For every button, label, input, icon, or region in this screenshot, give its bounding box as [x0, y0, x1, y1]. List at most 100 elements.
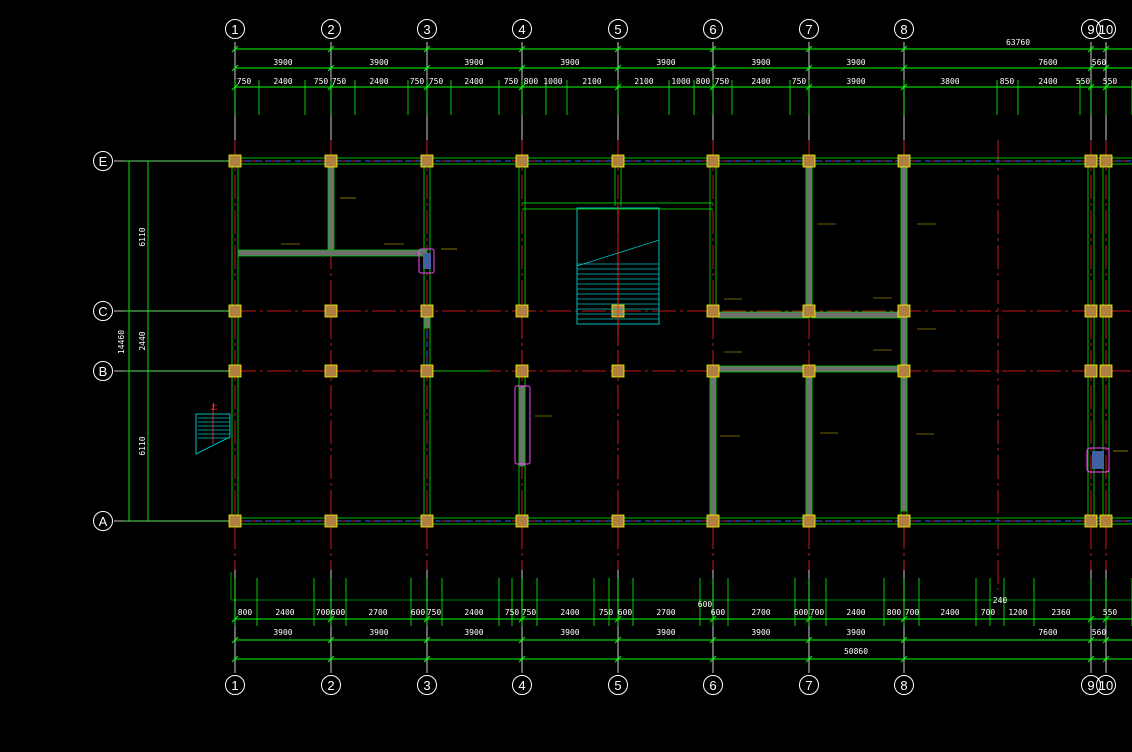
column — [420, 154, 434, 168]
axis-bubble-bottom — [417, 675, 437, 695]
axis-label-top: 2 — [327, 22, 334, 37]
dim-top-detail: 2400 — [464, 77, 483, 86]
highlight-column — [1086, 447, 1110, 473]
axis-label-top: 5 — [614, 22, 621, 37]
dim-tick — [900, 636, 908, 644]
axis-bubble-top — [799, 19, 819, 39]
dim-bottom-span: 3900 — [751, 628, 770, 637]
dim-top-detail: 750 — [332, 77, 347, 86]
dim-top-span: 560 — [1092, 58, 1107, 67]
dim-left-total-text: 14460 — [117, 330, 126, 354]
column — [420, 514, 434, 528]
dim-top-detail: 2400 — [273, 77, 292, 86]
dim-bottom-detail: 700 — [981, 608, 996, 617]
column — [802, 364, 816, 378]
dim-bottom-detail: 750 — [599, 608, 614, 617]
hatched-beam — [805, 163, 813, 312]
axis-bubble-top — [225, 19, 245, 39]
column — [324, 364, 338, 378]
column — [515, 154, 529, 168]
dim-bottom-detail: 2400 — [940, 608, 959, 617]
dim-bottom-detail: 750 — [505, 608, 520, 617]
dim-tick — [1102, 655, 1110, 663]
dim-bottom-misc: 600 — [698, 600, 713, 609]
column — [706, 364, 720, 378]
dim-bottom-detail: 550 — [1103, 608, 1118, 617]
axis-bubble-bottom — [225, 675, 245, 695]
axis-bubble-top — [608, 19, 628, 39]
dim-top-detail: 850 — [1000, 77, 1015, 86]
dim-bottom-detail: 2400 — [464, 608, 483, 617]
axis-label-left: A — [99, 514, 108, 529]
hatched-beam — [718, 365, 810, 373]
dim-left-seg3-text: 6110 — [138, 436, 147, 455]
dim-bottom-misc: 240 — [993, 596, 1008, 605]
walls — [231, 157, 1132, 525]
dim-top-detail: 750 — [314, 77, 329, 86]
dim-top-span: 7600 — [1038, 58, 1057, 67]
column — [228, 364, 242, 378]
axis-bubble-left — [93, 301, 113, 321]
dim-tick — [1087, 655, 1095, 663]
dim-bottom-detail: 700 — [905, 608, 920, 617]
dim-tick — [805, 45, 813, 53]
column — [420, 304, 434, 318]
column — [1084, 304, 1098, 318]
dim-tick — [614, 64, 622, 72]
dim-tick — [1102, 64, 1110, 72]
dim-top-total: 63760 — [1006, 38, 1030, 47]
columns — [228, 154, 1113, 528]
column — [324, 514, 338, 528]
axis-label-top: 1 — [231, 22, 238, 37]
hatched-beam — [423, 315, 431, 329]
axis-label-top: 6 — [709, 22, 716, 37]
axis-bubble-bottom — [799, 675, 819, 695]
dim-top-detail: 3900 — [846, 77, 865, 86]
dim-bottom-detail: 700 — [316, 608, 331, 617]
column — [1099, 364, 1113, 378]
column — [228, 514, 242, 528]
hatched-beam — [237, 249, 428, 257]
dim-tick — [327, 655, 335, 663]
dim-bottom-span: 3900 — [656, 628, 675, 637]
axis-bubble-bottom — [512, 675, 532, 695]
dim-top-span: 3900 — [273, 58, 292, 67]
side-stair — [195, 413, 231, 455]
dim-bottom-detail: 2700 — [656, 608, 675, 617]
dim-tick — [423, 64, 431, 72]
dim-bottom-detail: 2700 — [368, 608, 387, 617]
dim-tick — [614, 655, 622, 663]
dim-bottom-detail: 600 — [411, 608, 426, 617]
column — [802, 154, 816, 168]
dim-top-detail: 2100 — [634, 77, 653, 86]
column — [228, 304, 242, 318]
dim-tick — [900, 655, 908, 663]
axis-label-bottom: 9 — [1087, 678, 1094, 693]
dim-tick — [614, 636, 622, 644]
axis-bubble-bottom — [703, 675, 723, 695]
grid-lines — [114, 42, 1132, 673]
dim-top-span: 3900 — [560, 58, 579, 67]
dim-tick — [709, 636, 717, 644]
axis-label-top: 3 — [423, 22, 430, 37]
column — [515, 364, 529, 378]
column — [1099, 304, 1113, 318]
column — [515, 514, 529, 528]
hatched-beam — [709, 373, 717, 522]
column — [1084, 364, 1098, 378]
axis-label-top: 8 — [900, 22, 907, 37]
dim-bottom-detail: 700 — [810, 608, 825, 617]
dim-left-seg2-text: 2440 — [138, 331, 147, 350]
dim-tick — [518, 64, 526, 72]
highlight-column — [514, 385, 531, 465]
column — [420, 364, 434, 378]
dim-tick — [327, 636, 335, 644]
axis-label-bottom: 5 — [614, 678, 621, 693]
column — [802, 304, 816, 318]
column — [897, 154, 911, 168]
highlight-column — [418, 248, 435, 274]
column — [897, 304, 911, 318]
dim-top-detail: 2400 — [1038, 77, 1057, 86]
dim-top-detail: 800 — [524, 77, 539, 86]
